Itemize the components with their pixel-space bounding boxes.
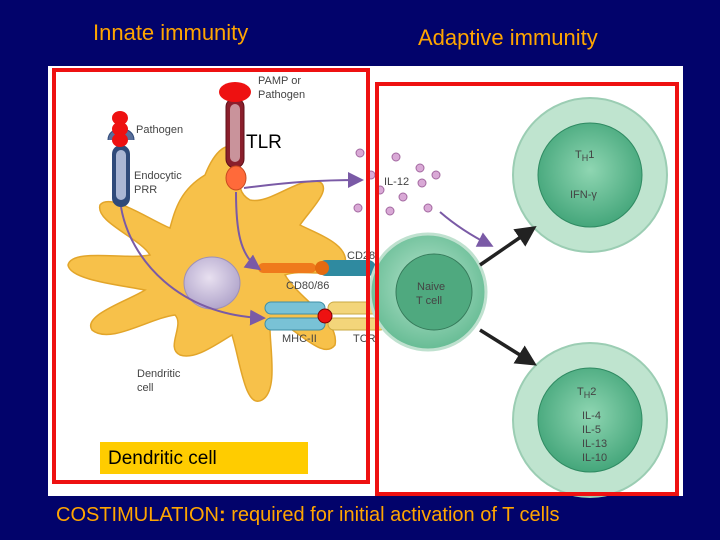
tlr-to-il12-arrow	[243, 172, 364, 189]
innate-highlight-box	[52, 68, 370, 484]
tlr-base-icon	[225, 165, 247, 191]
th2-cytokine: IL-5	[582, 424, 601, 436]
pamp-label-1: PAMP or	[258, 75, 301, 87]
cd80-86-label: CD80/86	[286, 280, 329, 292]
cd28-molecule	[318, 260, 376, 276]
th2-label: TH2	[577, 386, 596, 400]
pathogen-label: Pathogen	[136, 124, 183, 136]
th1-label: TH1	[575, 149, 594, 163]
cd80-86-molecule	[258, 263, 316, 273]
caption-keyword: COSTIMULATION	[56, 504, 219, 526]
pathogen-icon	[112, 111, 128, 147]
th2-cytokine: IL-4	[582, 410, 601, 422]
th2-cytokine: IL-10	[582, 452, 607, 464]
dendritic-cell-label-box: Dendritic cell	[100, 442, 308, 474]
naive-to-th1-arrow	[479, 226, 537, 267]
innate-immunity-title: Innate immunity	[93, 20, 249, 45]
tlr-label: TLR	[246, 132, 282, 153]
mhc2-molecule	[264, 301, 326, 315]
il12-molecules	[353, 148, 441, 216]
dendritic-label-1: Dendritic	[137, 368, 181, 380]
pamp-label-2: Pathogen	[258, 89, 305, 101]
adaptive-immunity-title: Adaptive immunity	[418, 25, 598, 50]
th1-cytokine: IFN-γ	[570, 189, 597, 201]
th2-cytokine: IL-13	[582, 438, 607, 450]
endocytic-label-2: PRR	[134, 184, 157, 196]
peptide-icon	[317, 308, 333, 324]
costimulation-caption: COSTIMULATION: required for initial acti…	[56, 504, 560, 527]
caption-text: required for initial activation of T cel…	[225, 504, 560, 526]
il12-label: IL-12	[384, 176, 409, 188]
prr-to-mhc-arrow	[120, 206, 266, 326]
endocytic-label-1: Endocytic	[134, 170, 182, 182]
il12-to-th1-arrow	[439, 211, 494, 247]
naive-label-1: Naive	[417, 281, 445, 293]
tlr-to-cd80-arrow	[235, 191, 262, 271]
adaptive-highlight-box	[375, 82, 679, 496]
naive-label-2: T cell	[416, 295, 442, 307]
mhc2-label: MHC-II	[282, 333, 317, 345]
naive-to-th2-arrow	[479, 328, 537, 366]
caption-colon: :	[218, 504, 226, 526]
pamp-icon	[219, 82, 251, 102]
dendritic-label-2: cell	[137, 382, 154, 394]
